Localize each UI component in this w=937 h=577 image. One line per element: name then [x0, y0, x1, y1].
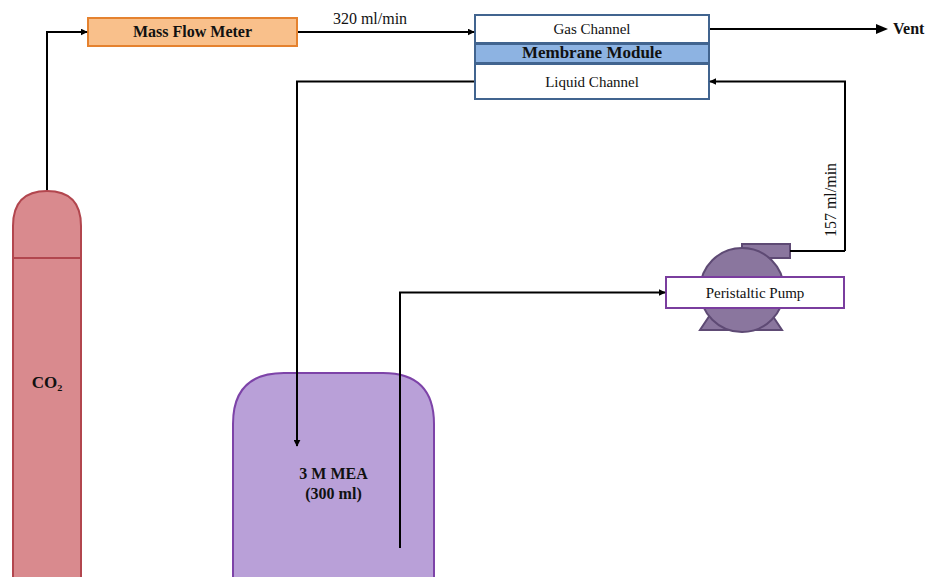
- process-box: Peristaltic Pump: [665, 276, 845, 309]
- process-box: Liquid Channel: [474, 63, 710, 100]
- process-box: Mass Flow Meter: [87, 17, 298, 47]
- process-box: Membrane Module: [474, 43, 710, 64]
- vent-line: [710, 28, 878, 30]
- node-text: Gas Channel: [553, 20, 630, 38]
- node-text: (300 ml): [305, 484, 361, 503]
- node-text: 3 M MEA: [299, 464, 367, 483]
- node-text: CO₂: [32, 373, 63, 393]
- vent-arrowhead: [876, 24, 888, 34]
- flow-rate-label: 320 ml/min: [333, 10, 407, 28]
- flow-arrow: [400, 293, 665, 549]
- gas-cylinder: CO₂: [12, 190, 82, 577]
- flow-rate-label: 157 ml/min: [822, 163, 840, 237]
- pump-outlet-line: [790, 250, 845, 252]
- flow-arrow: [710, 82, 845, 252]
- vent-label: Vent: [893, 20, 924, 38]
- flow-arrow: [298, 31, 474, 33]
- process-box: Gas Channel: [474, 14, 710, 44]
- node-text: Peristaltic Pump: [706, 284, 805, 302]
- node-text: Mass Flow Meter: [133, 22, 252, 41]
- flow-arrow: [47, 32, 87, 190]
- node-text: Liquid Channel: [545, 73, 639, 91]
- node-text: Membrane Module: [522, 43, 662, 63]
- solvent-tank: 3 M MEA(300 ml): [232, 372, 435, 577]
